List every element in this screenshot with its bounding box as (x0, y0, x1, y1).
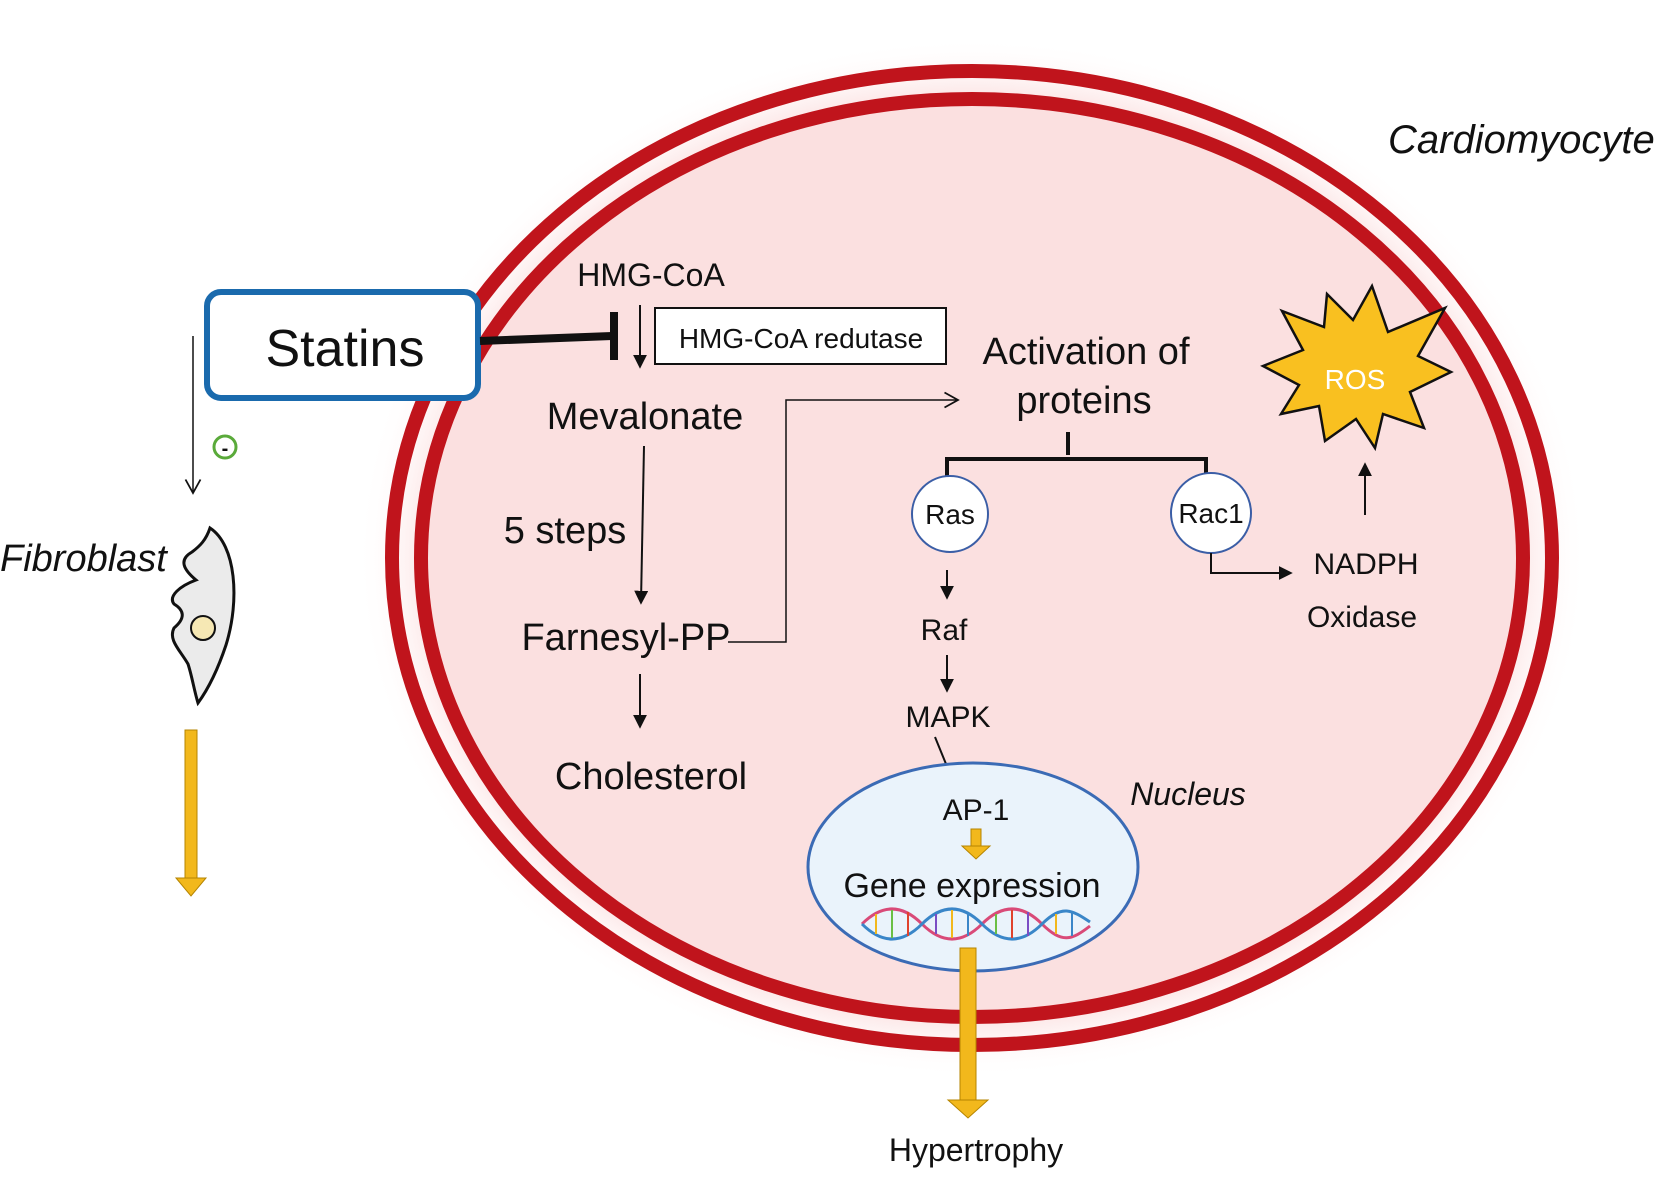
nadph-label: NADPH (1313, 548, 1418, 581)
ras-node (911, 475, 989, 553)
raf-label: Raf (921, 614, 968, 647)
steps-label: 5 steps (504, 510, 627, 552)
nucleus-label: Nucleus (1130, 776, 1246, 812)
hypertrophy-label: Hypertrophy (889, 1132, 1063, 1168)
gene-expression-label: Gene expression (843, 867, 1100, 905)
rac1-nadph-arrow (1210, 553, 1293, 580)
mevalonate-label: Mevalonate (547, 396, 743, 438)
fibroblast-label: Fibroblast (0, 538, 168, 580)
activation-bracket (945, 457, 1208, 476)
farnesyl-label: Farnesyl-PP (521, 617, 730, 659)
fibroblast-orange-arrow (174, 729, 208, 897)
statins-box (204, 289, 481, 401)
fibroblast-cell-icon (171, 525, 236, 707)
activation-label-line1: Activation of (983, 331, 1190, 373)
hypertrophy-orange-arrow (946, 947, 990, 1119)
activation-label-line2: proteins (1016, 380, 1151, 422)
ros-starburst-icon (1260, 282, 1454, 452)
cardiomyocyte-label: Cardiomyocyte (1388, 118, 1655, 162)
mevalonate-arrow (634, 445, 649, 605)
oxidase-label: Oxidase (1307, 601, 1417, 634)
inhibition-line (479, 332, 613, 345)
ap1-label: AP-1 (943, 794, 1010, 827)
hmgcoa-label: HMG-CoA (577, 257, 725, 293)
ros-label: ROS (1325, 364, 1386, 395)
reductase-box (654, 307, 947, 365)
minus-circle (212, 434, 238, 460)
farnesyl-activation-connector (728, 391, 960, 643)
cholesterol-label: Cholesterol (555, 756, 747, 798)
ras-label: Ras (925, 499, 975, 530)
minus-sign: - (222, 438, 229, 460)
ap1-orange-arrow (960, 828, 992, 860)
reductase-label: HMG-CoA redutase (679, 323, 923, 354)
dna-helix-icon (860, 907, 1091, 941)
statins-label: Statins (266, 320, 425, 378)
rac1-label: Rac1 (1178, 498, 1243, 529)
mapk-label: MAPK (905, 701, 990, 734)
